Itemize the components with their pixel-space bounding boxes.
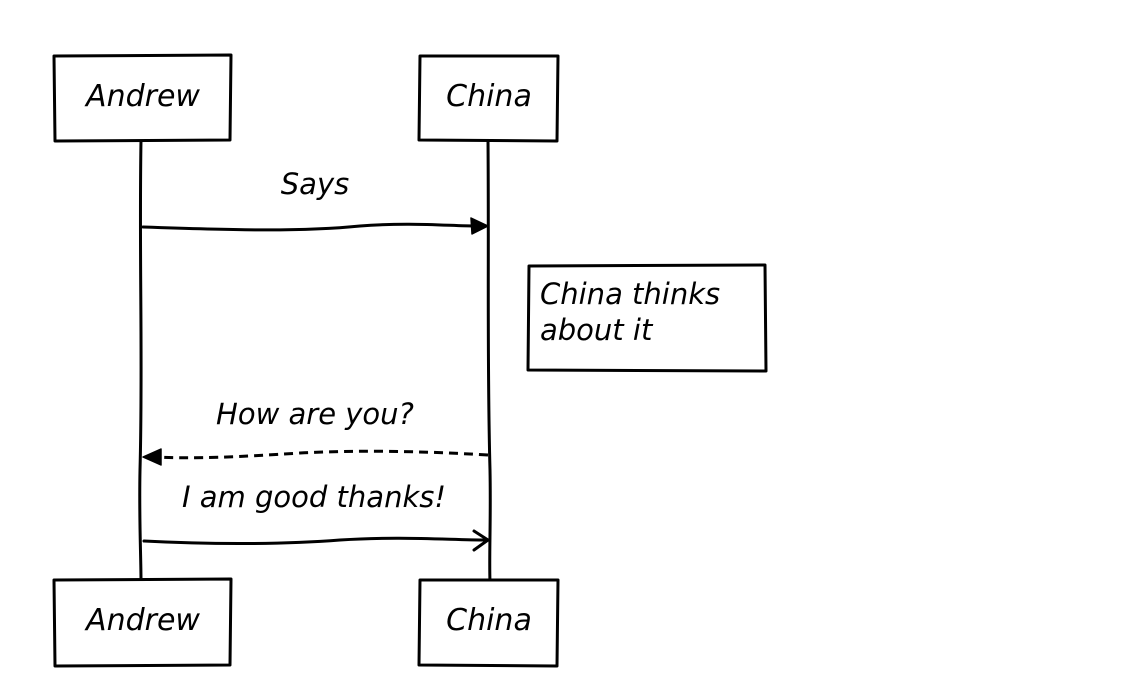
message-label: I am good thanks!: [182, 480, 446, 514]
message-line: [141, 222, 478, 232]
participant-box-china-bottom: China: [417, 578, 560, 668]
message-i-am-good-thanks: I am good thanks!: [142, 480, 490, 552]
arrowhead-filled: [470, 217, 489, 235]
participant-box-andrew-bottom: Andrew: [52, 577, 233, 668]
participant-box-andrew-top: Andrew: [52, 53, 233, 143]
arrowhead-filled: [142, 448, 162, 466]
note-line-1: China thinks: [540, 277, 720, 311]
lifeline-china: [486, 138, 492, 584]
lifeline-andrew: [138, 138, 143, 584]
participant-box-china-top: China: [417, 54, 560, 143]
message-line: [142, 536, 488, 546]
message-label: Says: [281, 167, 349, 201]
note-box: China thinks about it: [526, 263, 768, 373]
message-how-are-you: How are you?: [142, 397, 489, 466]
arrowhead-open: [472, 529, 490, 552]
participant-label: China: [446, 603, 532, 638]
note-line-2: about it: [540, 313, 654, 347]
participant-label: Andrew: [84, 603, 200, 638]
message-says: Says: [141, 167, 489, 235]
message-line-dashed: [157, 449, 489, 460]
participant-label: China: [446, 79, 532, 114]
message-label: How are you?: [216, 397, 414, 431]
participant-label: Andrew: [84, 79, 200, 114]
